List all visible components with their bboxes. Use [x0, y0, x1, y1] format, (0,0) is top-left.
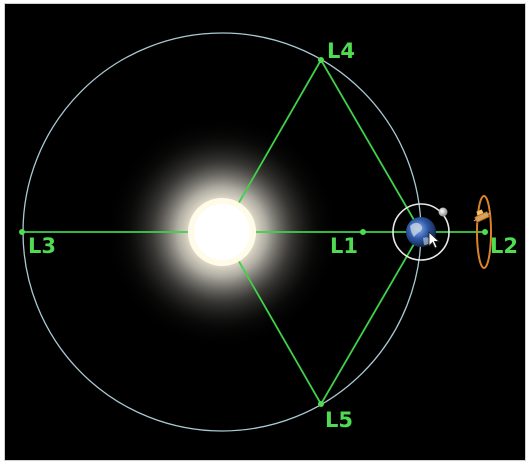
l2-point — [482, 229, 488, 235]
l4-point — [318, 57, 324, 63]
l5-point — [318, 401, 324, 407]
sun-icon — [188, 198, 256, 266]
line-l4-earth — [320, 59, 422, 233]
line-l5-earth — [320, 231, 422, 405]
l3-point — [19, 229, 25, 235]
l1-label: L1 — [330, 234, 358, 258]
spacecraft-icon — [473, 209, 491, 223]
halo-orbit — [476, 195, 492, 269]
moon-orbit — [392, 203, 450, 261]
mouse-cursor-icon — [428, 230, 441, 249]
l1-point — [360, 229, 366, 235]
l4-label: L4 — [327, 39, 355, 63]
moon-icon — [438, 207, 448, 217]
earth-icon — [406, 217, 436, 247]
l5-label: L5 — [325, 408, 353, 432]
lagrange-point-markers — [19, 57, 488, 407]
l2-label: L2 — [490, 234, 518, 258]
l3-label: L3 — [28, 234, 56, 258]
